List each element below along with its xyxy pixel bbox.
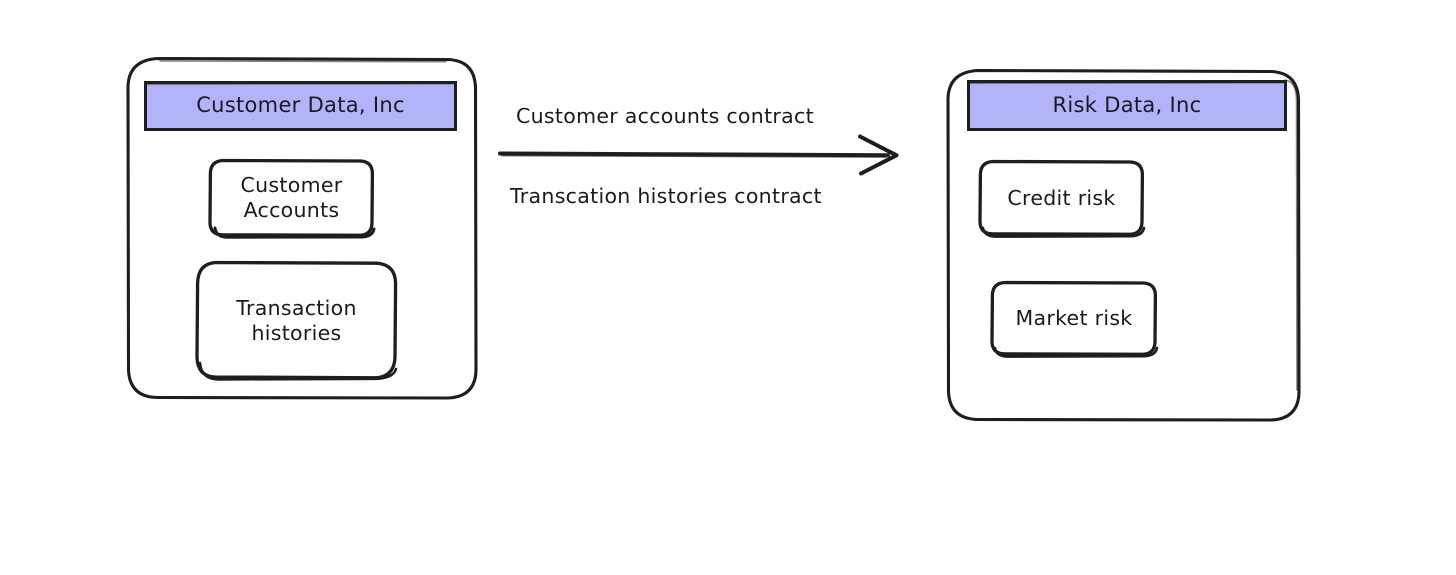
- connector-label-above: Customer accounts contract: [516, 103, 814, 128]
- right-container-header-bar[interactable]: [967, 80, 1287, 131]
- node-label-market-risk: Market risk: [1015, 306, 1133, 330]
- node-transaction-histories-outline[interactable]: [195, 260, 398, 381]
- node-market-risk-outline[interactable]: [990, 280, 1159, 358]
- node-label-transaction-histories: Transaction histories: [236, 295, 357, 345]
- left-container-header-bar[interactable]: [144, 81, 457, 131]
- right-container-title: Risk Data, Inc: [1052, 92, 1202, 117]
- connector-arrow[interactable]: [498, 134, 899, 176]
- connector-label-below: Transcation histories contract: [510, 183, 822, 208]
- node-label-customer-accounts: Customer Accounts: [240, 173, 343, 222]
- left-container-title: Customer Data, Inc: [196, 93, 405, 118]
- node-customer-accounts-outline[interactable]: [208, 158, 376, 239]
- node-label-credit-risk: Credit risk: [1007, 185, 1116, 210]
- node-credit-risk-outline[interactable]: [978, 159, 1146, 238]
